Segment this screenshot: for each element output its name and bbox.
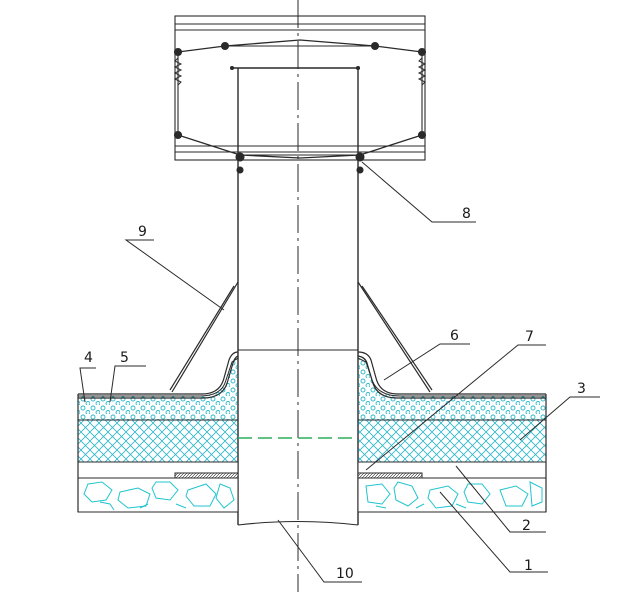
vent-cap — [173, 15, 427, 174]
callout-1: 1 — [524, 558, 533, 574]
callout-labels: 1 2 3 4 5 6 7 8 9 10 — [84, 206, 586, 582]
callout-7: 7 — [525, 329, 534, 345]
layer-insulation — [77, 419, 547, 463]
centerlines — [238, 0, 358, 592]
callout-10: 10 — [336, 566, 354, 582]
callout-3: 3 — [577, 381, 586, 397]
callout-5: 5 — [120, 350, 129, 366]
layer-lightweight-fill — [77, 357, 547, 421]
callout-2: 2 — [522, 518, 531, 534]
layer-screed — [77, 461, 547, 479]
callout-9: 9 — [138, 224, 147, 240]
callout-8: 8 — [462, 206, 471, 222]
callout-6: 6 — [450, 328, 459, 344]
layer-structural-slab — [77, 477, 547, 513]
callout-4: 4 — [84, 350, 93, 366]
roof-layers — [77, 281, 547, 513]
callout-leaders — [79, 161, 600, 583]
cap-outer-frame — [174, 15, 426, 161]
layer-membrane — [77, 351, 547, 512]
support-struts — [169, 281, 433, 393]
